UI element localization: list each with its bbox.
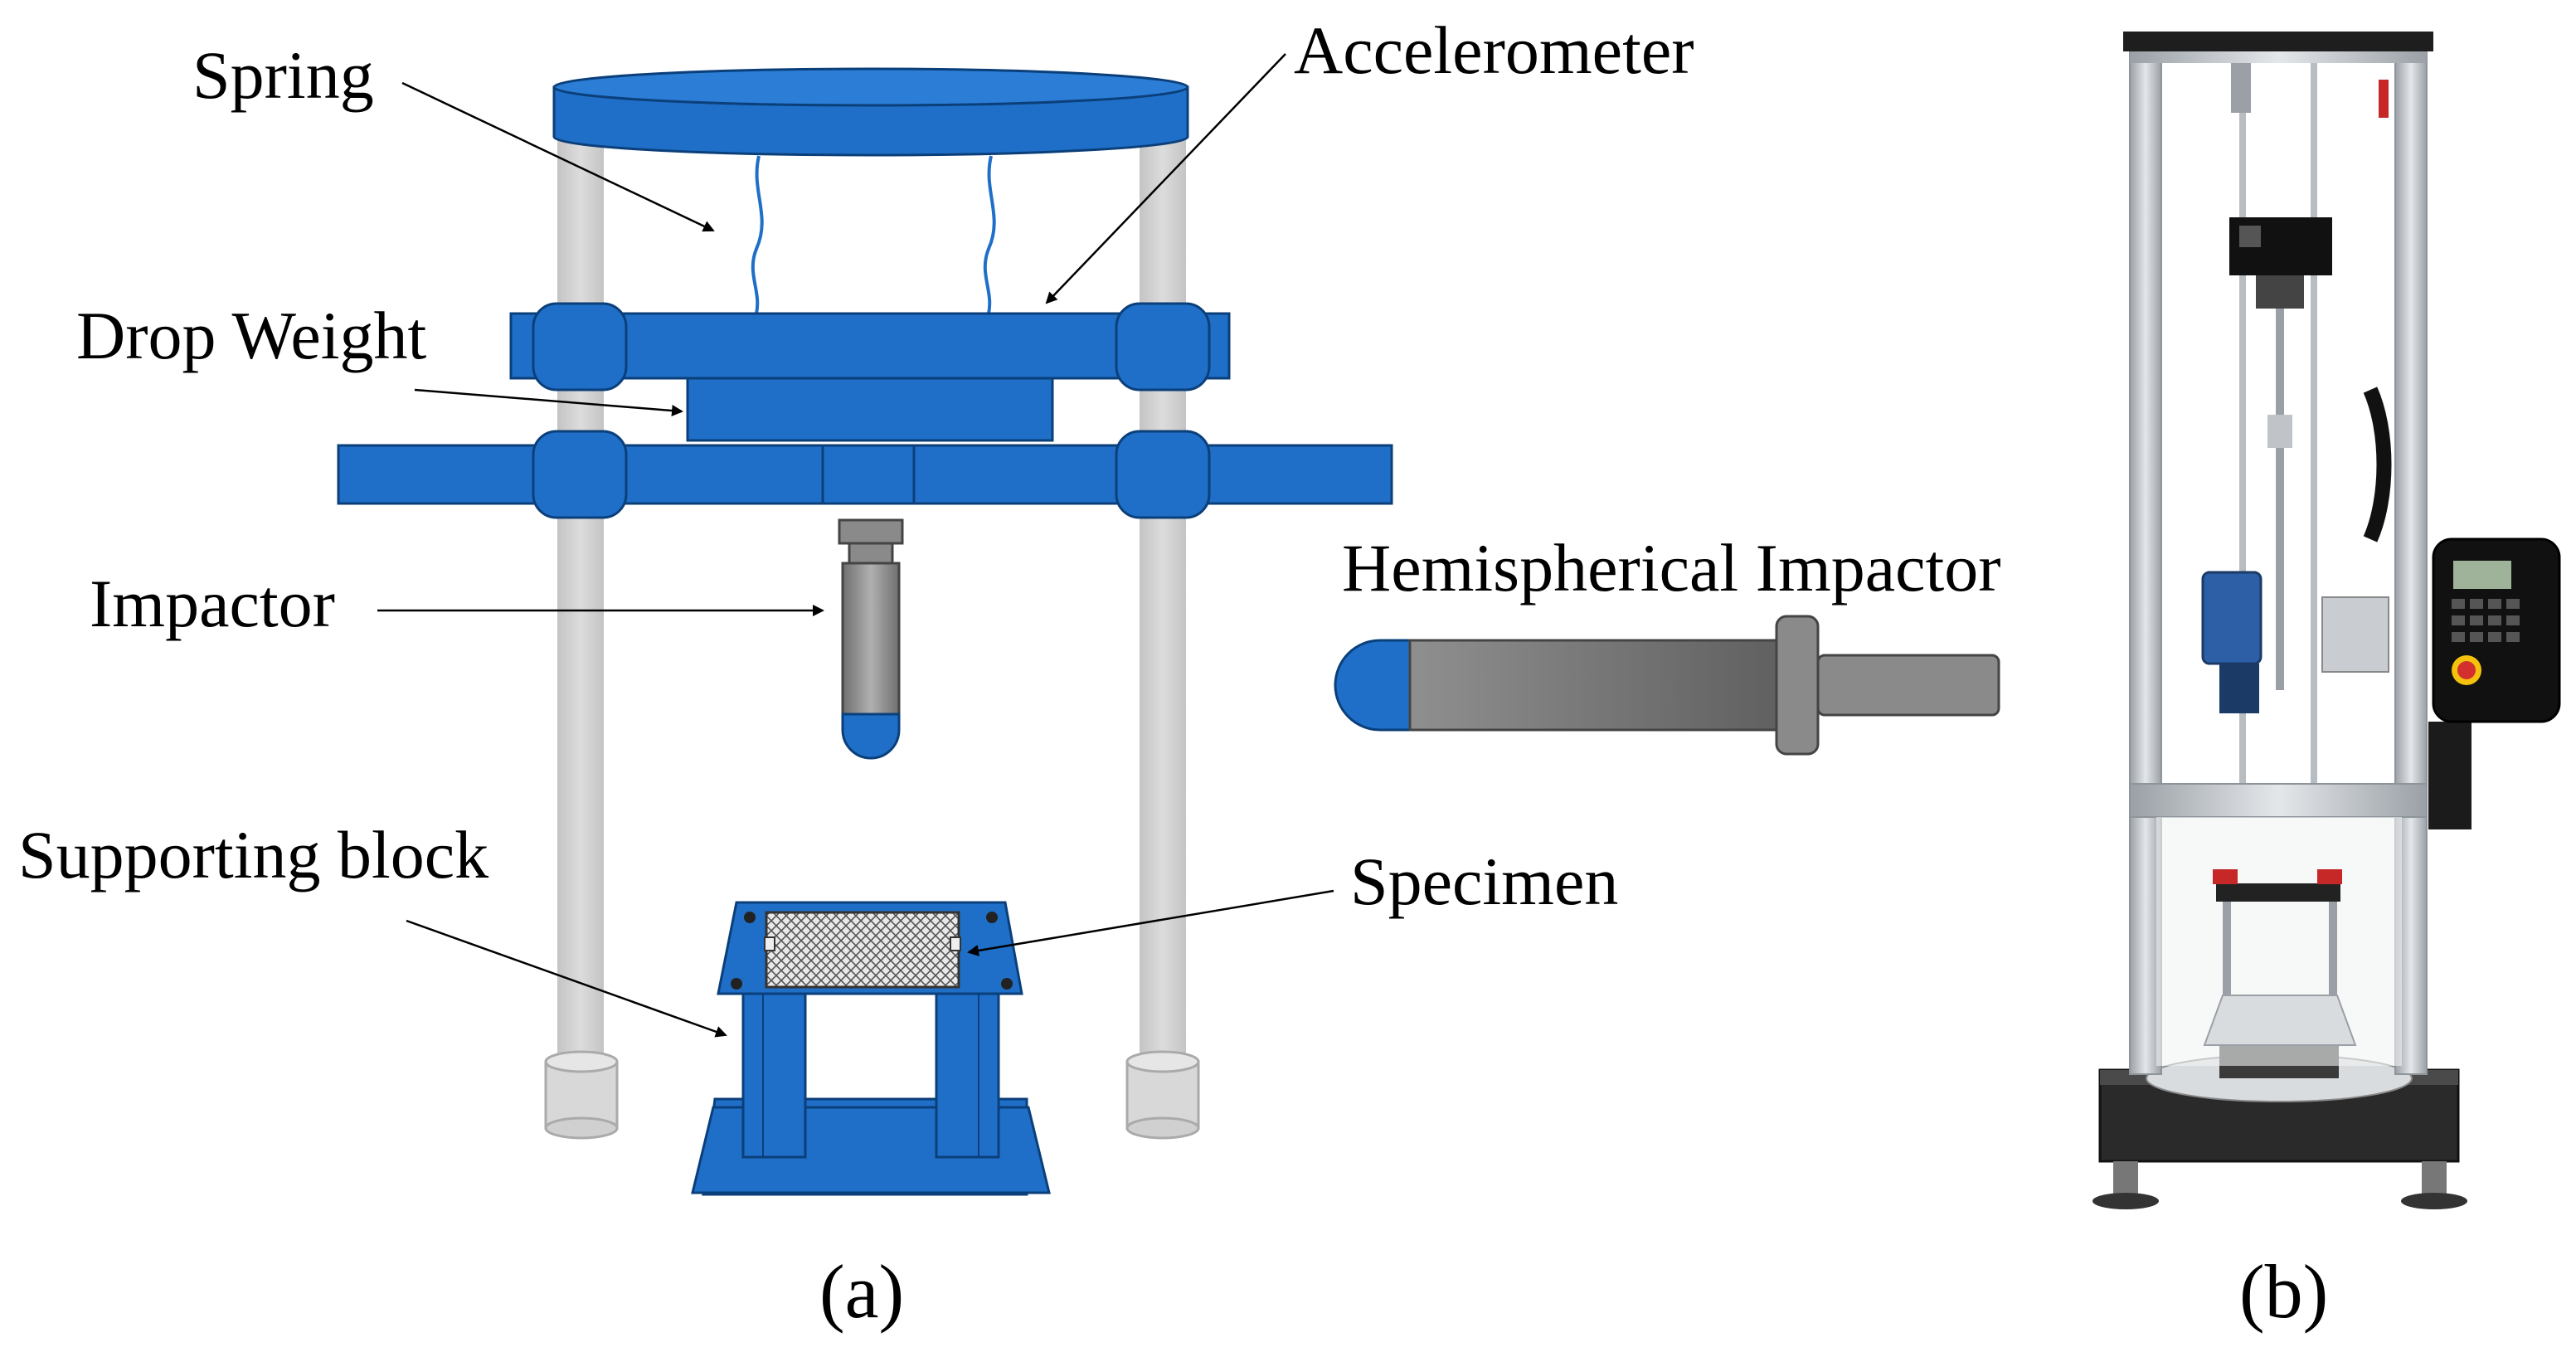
panel-b-caption: (b) [2239, 1249, 2328, 1334]
left-guide-column [557, 124, 604, 1111]
drop-tower-schematic: Spring Accelerometer Drop Weight Impacto… [18, 12, 2001, 1334]
hemispherical-impactor-label: Hemispherical Impactor [1342, 530, 2001, 606]
lower-crossbar [337, 430, 1393, 519]
impactor-rod [838, 518, 904, 760]
supporting-block-label: Supporting block [18, 817, 488, 893]
drop-weight-block [686, 377, 1054, 442]
drop-weight-leader [414, 388, 683, 417]
hemispherical-impactor [1334, 615, 2000, 756]
supporting-block [691, 901, 1051, 1196]
spring-label: Spring [192, 37, 374, 113]
spring-leader [401, 81, 715, 232]
spring-right [983, 155, 996, 314]
emergency-stop-icon [2452, 655, 2481, 685]
supporting-block-leader [406, 919, 727, 1038]
top-plate [552, 67, 1189, 157]
specimen-label: Specimen [1350, 844, 1618, 919]
spring-left [751, 155, 764, 314]
right-column-foot [1125, 1050, 1200, 1140]
left-column-foot [544, 1050, 619, 1140]
specimen-leader [967, 889, 1334, 956]
drop-weight-label: Drop Weight [76, 298, 427, 373]
drop-tower-machine-icon [2092, 32, 2467, 1209]
right-guide-column [1140, 124, 1186, 1111]
specimen-plate [765, 911, 960, 989]
upper-crossbar [509, 302, 1231, 392]
control-panel-icon [2428, 537, 2561, 829]
panel-a-caption: (a) [819, 1249, 904, 1334]
accelerometer-leader [1045, 53, 1286, 304]
impactor-label: Impactor [90, 566, 335, 641]
accelerometer-label: Accelerometer [1294, 12, 1694, 88]
